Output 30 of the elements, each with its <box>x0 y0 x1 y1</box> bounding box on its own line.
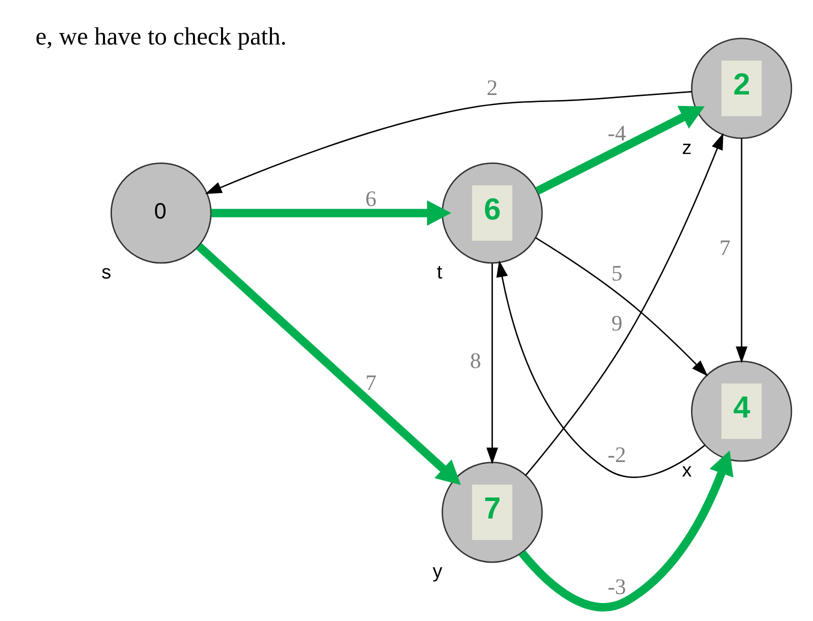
edge-label: 9 <box>610 310 622 336</box>
node-label: t <box>436 261 442 284</box>
node-circle: 0 <box>110 162 212 264</box>
node-label: y <box>432 560 442 583</box>
arrow <box>534 106 704 195</box>
label: e, we have to check path. <box>34 24 286 51</box>
node-circle: 2 <box>690 38 792 139</box>
edge-label: 7 <box>718 235 730 260</box>
arrow <box>518 450 733 612</box>
arrow <box>496 260 705 478</box>
arrow <box>210 200 451 226</box>
arrow <box>534 237 708 376</box>
arrow <box>204 90 692 194</box>
edge-label: -4 <box>607 120 626 146</box>
edge-label: -3 <box>607 574 626 599</box>
edge-label: 6 <box>364 186 376 211</box>
arrow <box>196 243 460 486</box>
edge-label: 7 <box>364 370 376 396</box>
edge-label: 8 <box>470 348 481 373</box>
node-circle: 7 <box>441 462 542 563</box>
arrow <box>486 263 498 464</box>
edge-label: -2 <box>607 442 626 468</box>
node-label: z <box>682 136 692 159</box>
node-label: x <box>682 460 692 482</box>
arrow <box>735 138 747 364</box>
node-circle: 6 <box>441 162 542 264</box>
arrow <box>524 133 723 476</box>
edge-label: 5 <box>610 260 622 286</box>
edge-label: 2 <box>486 75 498 100</box>
node-label: s <box>101 261 111 284</box>
